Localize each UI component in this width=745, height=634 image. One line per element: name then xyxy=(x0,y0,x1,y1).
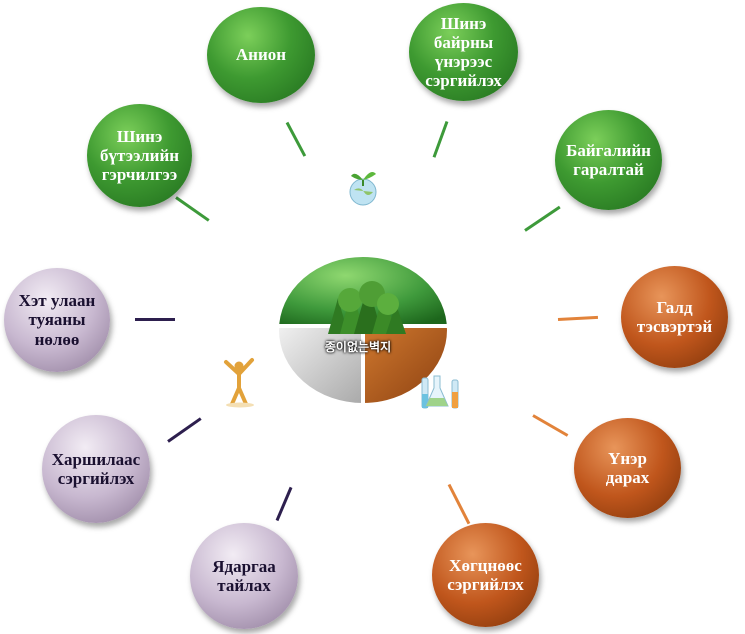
bubble-natural: Байгалийн гаралтай xyxy=(555,110,662,210)
forest-icon xyxy=(328,281,406,334)
bubble-natural-label: Байгалийн гаралтай xyxy=(566,140,651,179)
connector-fireproof xyxy=(557,315,599,321)
connector-odor xyxy=(532,414,569,437)
bubble-infrared: Хэт улаан туяаны нөлөө xyxy=(4,268,110,372)
bubble-allergy-label: Харшилаас сэргийлэх xyxy=(51,449,141,488)
bubble-allergy: Харшилаас сэргийлэх xyxy=(42,415,150,523)
center-label: 종이없는벽지 xyxy=(324,340,392,354)
bubble-mold-label: Хөгцнөөс сэргийлэх xyxy=(447,555,524,594)
connector-natural xyxy=(524,205,561,232)
connector-new-product xyxy=(175,196,210,222)
bubble-fireproof: Галд тэсвэртэй xyxy=(621,266,728,368)
bubble-odor-label: Үнэр дарах xyxy=(605,448,650,487)
bubble-new-product-label: Шинэ бүтээлийн гэрчилгээ xyxy=(99,126,180,185)
connector-new-room xyxy=(432,120,449,158)
bubble-fireproof-label: Галд тэсвэртэй xyxy=(636,297,713,336)
bubble-fatigue-label: Ядаргаа тайлах xyxy=(212,556,276,595)
bubble-anion: Анион xyxy=(207,7,315,103)
connector-mold xyxy=(447,483,471,525)
connector-fatigue xyxy=(275,486,293,522)
center-hub xyxy=(277,255,449,405)
bubble-new-room-label: Шинэ байрны үнэрээс сэргийлэх xyxy=(425,13,502,91)
globe-sprout-icon xyxy=(349,172,377,206)
bubble-anion-label: Анион xyxy=(235,45,287,65)
bubble-odor: Үнэр дарах xyxy=(574,418,681,518)
bubble-new-product: Шинэ бүтээлийн гэрчилгээ xyxy=(87,104,192,207)
bubble-new-room: Шинэ байрны үнэрээс сэргийлэх xyxy=(409,3,518,101)
lab-flask-icon xyxy=(421,375,459,409)
bubble-mold: Хөгцнөөс сэргийлэх xyxy=(432,523,539,627)
bubble-fatigue: Ядаргаа тайлах xyxy=(190,523,298,629)
connector-allergy xyxy=(167,417,202,443)
connector-infrared xyxy=(135,318,175,321)
connector-anion xyxy=(285,121,307,157)
person-joy-icon xyxy=(224,358,254,408)
bubble-infrared-label: Хэт улаан туяаны нөлөө xyxy=(18,291,96,349)
